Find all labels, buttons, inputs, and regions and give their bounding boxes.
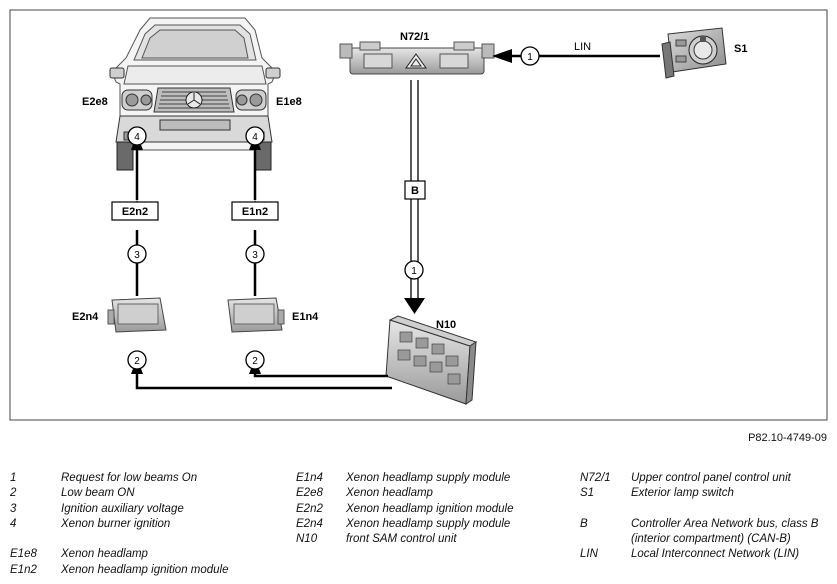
wiring-diagram: E2n2 E1n2 B 1 1 4 4 3 3 2 2 N72/1 LIN S1…	[9, 9, 828, 421]
legend-key: S1	[580, 487, 595, 500]
marker-3-right: 3	[252, 250, 258, 261]
legend-item: E1n2 Xenon headlamp ignition module	[10, 563, 280, 578]
legend-column-1: 1 Request for low beams On 2 Low beam ON 3…	[10, 471, 280, 578]
marker-2-right: 2	[252, 356, 258, 367]
legend-text: front SAM control unit	[346, 533, 457, 546]
legend-text: Xenon headlamp ignition module	[346, 502, 514, 515]
legend-item: LIN Local Interconnect Network (LIN)	[580, 547, 830, 562]
legend-key: LIN	[580, 548, 598, 561]
legend-item: E2e8 Xenon headlamp	[296, 486, 576, 501]
legend-item: E1n4 Xenon headlamp supply module	[296, 471, 576, 486]
marker-4-right: 4	[252, 132, 258, 143]
legend-key: E2e8	[296, 487, 323, 500]
label-e1e8: E1e8	[276, 96, 302, 108]
e1n4-supply-module-illustration	[227, 297, 285, 333]
legend-text: Xenon headlamp supply module	[346, 472, 511, 484]
label-e2e8: E2e8	[82, 96, 108, 108]
legend-text: Exterior lamp switch	[631, 487, 734, 500]
legend-key: E2n2	[296, 502, 323, 515]
legend-key: 3	[10, 502, 17, 515]
legend-item: 2 Low beam ON	[10, 486, 280, 501]
legend-item: 4 Xenon burner ignition	[10, 517, 280, 532]
legend-key: 2	[10, 487, 17, 500]
label-s1: S1	[734, 43, 747, 55]
legend-text: Upper control panel control unit	[631, 472, 791, 484]
legend-key: E1n4	[296, 472, 323, 484]
label-n72-1: N72/1	[400, 31, 429, 43]
legend-key: B	[580, 517, 588, 530]
legend-text: Local Interconnect Network (LIN)	[631, 548, 800, 561]
legend-key: E1e8	[10, 548, 37, 561]
b-bus-box	[404, 180, 426, 200]
legend-key: N10	[296, 533, 318, 546]
signal-markers	[127, 46, 540, 370]
legend-text: Xenon headlamp	[346, 487, 433, 500]
marker-1-can: 1	[411, 266, 417, 277]
figure-reference: P82.10-4749-09	[748, 432, 827, 444]
legend-item: N72/1 Upper control panel control unit	[580, 471, 830, 486]
legend-spacer	[10, 532, 280, 547]
legend-key: 4	[10, 517, 17, 530]
legend-item: 3 Ignition auxiliary voltage	[10, 502, 280, 517]
legend-item: 1 Request for low beams On	[10, 471, 280, 486]
marker-1-lin: 1	[527, 52, 533, 63]
legend-text: Controller Area Network bus, class B (in…	[631, 517, 819, 546]
legend-spacer	[580, 502, 830, 517]
legend-text: Xenon headlamp ignition module	[61, 563, 229, 576]
e1n2-label: E1n2	[242, 206, 268, 218]
legend-column-3: N72/1 Upper control panel control unit S1…	[580, 471, 830, 563]
legend-text: Xenon burner ignition	[61, 517, 171, 530]
legend-item: E2n4 Xenon headlamp supply module	[296, 517, 576, 532]
legend-item: S1 Exterior lamp switch	[580, 486, 830, 501]
n72-1-control-unit-illustration	[339, 41, 495, 75]
e2n4-supply-module-illustration	[107, 297, 167, 333]
legend-key: E1n2	[10, 563, 37, 576]
vehicle-front-illustration	[109, 17, 281, 171]
label-lin: LIN	[574, 41, 591, 53]
legend-text: Ignition auxiliary voltage	[61, 502, 184, 515]
e1n2-box	[231, 201, 279, 221]
s1-switch-illustration	[661, 27, 727, 79]
e2n2-label: E2n2	[122, 206, 148, 218]
e2n2-box	[111, 201, 159, 221]
marker-4-left: 4	[134, 132, 140, 143]
legend-key: N72/1	[580, 472, 611, 484]
label-n10: N10	[436, 319, 456, 331]
legend-text: Low beam ON	[61, 487, 135, 500]
marker-2-left: 2	[134, 356, 140, 367]
legend-text: Xenon headlamp supply module	[346, 517, 511, 530]
legend-item: B Controller Area Network bus, class B (i…	[580, 517, 830, 548]
n10-sam-illustration	[385, 315, 478, 405]
legend-item: N10 front SAM control unit	[296, 532, 576, 547]
marker-3-left: 3	[134, 250, 140, 261]
legend-item: E2n2 Xenon headlamp ignition module	[296, 502, 576, 517]
label-e1n4: E1n4	[292, 311, 319, 323]
legend-key: E2n4	[296, 517, 323, 530]
b-bus-label: B	[411, 185, 419, 197]
legend-item: E1e8 Xenon headlamp	[10, 547, 280, 562]
label-e2n4: E2n4	[72, 311, 99, 323]
legend-text: Request for low beams On	[61, 472, 198, 484]
legend-text: Xenon headlamp	[61, 548, 148, 561]
legend-key: 1	[10, 472, 17, 484]
